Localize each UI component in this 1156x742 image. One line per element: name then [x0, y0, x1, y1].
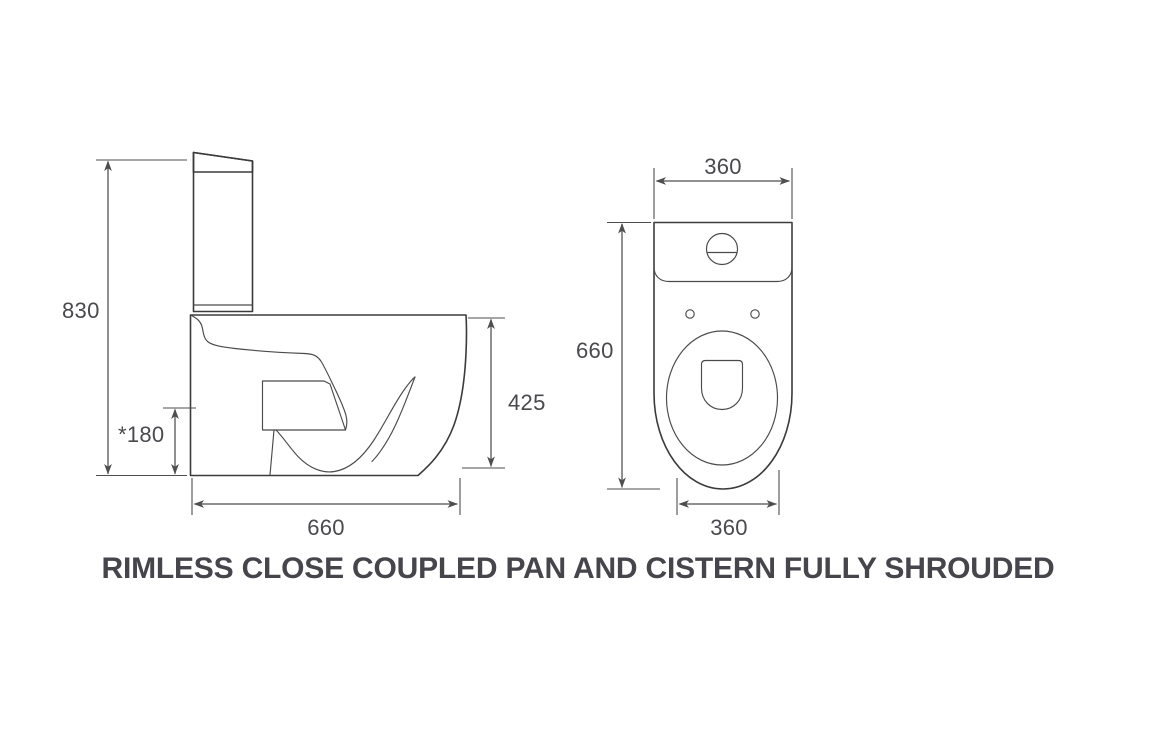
- flush-button-icon[interactable]: [705, 232, 739, 266]
- dim-label-plan-660: 660: [576, 338, 614, 363]
- plan-outer-outline: [653, 221, 793, 490]
- dim-label-plan-360-top: 360: [704, 154, 742, 179]
- pan-seat-edge-curve: [371, 376, 416, 463]
- plan-cistern-lid-outline: [653, 221, 793, 283]
- pan-bowl-inner-curve: [335, 391, 348, 431]
- plan-sump-opening: [700, 359, 744, 411]
- side-elevation-group: 830 *180 425 660: [62, 151, 546, 540]
- seat-fixing-hole-left: [685, 309, 695, 319]
- plan-bowl-rim: [665, 330, 779, 466]
- cistern-lid-outline: [192, 151, 254, 173]
- dim-label-425: 425: [508, 390, 546, 415]
- dim-label-plan-360-bottom: 360: [710, 515, 748, 540]
- pan-outlet-box: [261, 380, 347, 431]
- drawing-caption: RIMLESS CLOSE COUPLED PAN AND CISTERN FU…: [101, 552, 1055, 585]
- dim-label-830: 830: [62, 298, 100, 323]
- pan-outer-outline: [189, 314, 468, 477]
- pan-skirt-line: [269, 429, 275, 476]
- cistern-body-outline: [192, 151, 254, 313]
- seat-fixing-hole-right: [750, 309, 760, 319]
- pan-seat-profile: [190, 314, 338, 393]
- pan-sump-curve: [275, 376, 416, 473]
- dim-label-660: 660: [307, 515, 345, 540]
- dim-label-180: *180: [118, 422, 164, 447]
- plan-view-group: 360 660 360: [576, 154, 793, 540]
